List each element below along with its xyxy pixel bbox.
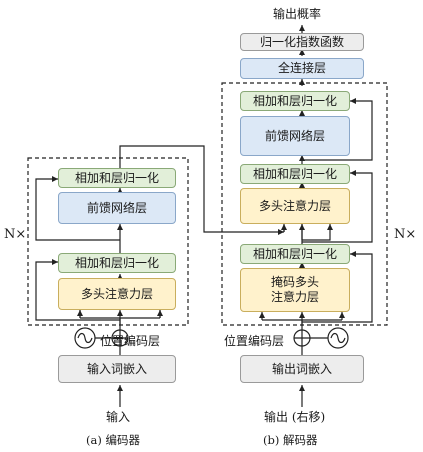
decoder-add-norm-mid-label: 相加和层归一化 <box>252 166 337 181</box>
decoder-add-norm-top-label: 相加和层归一化 <box>252 93 337 108</box>
encoder-input-label: 输入 <box>106 410 131 424</box>
decoder-caption: (b) 解码器 <box>263 433 318 447</box>
decoder-linear: 全连接层 <box>240 58 364 79</box>
decoder-add-norm-top: 相加和层归一化 <box>240 91 350 111</box>
decoder-embedding-label: 输出词嵌入 <box>271 361 332 376</box>
encoder-pos-enc-label: 位置编码层 <box>100 334 161 348</box>
decoder-mha-label: 多头注意力层 <box>258 198 331 213</box>
decoder-softmax: 归一化指数函数 <box>240 33 364 51</box>
decoder-input-label: 输出 (右移) <box>264 410 326 424</box>
decoder-output-embedding: 输出词嵌入 <box>240 355 364 383</box>
decoder-feed-forward: 前馈网络层 <box>240 116 350 156</box>
decoder-multi-head-attention: 多头注意力层 <box>240 188 350 224</box>
decoder-output-probs-label: 输出概率 <box>273 7 322 21</box>
decoder-block-border <box>221 82 388 326</box>
decoder-add-norm-mid: 相加和层归一化 <box>240 164 350 184</box>
decoder-feed-forward-label: 前馈网络层 <box>264 128 325 143</box>
decoder-masked-mha-label-1: 掩码多头 <box>270 275 319 289</box>
decoder-linear-label: 全连接层 <box>277 61 326 75</box>
encoder-repeat-label: N× <box>4 227 27 242</box>
encoder-caption: (a) 编码器 <box>86 433 140 447</box>
encoder-feed-forward-label: 前馈网络层 <box>86 200 147 215</box>
decoder-softmax-label: 归一化指数函数 <box>259 34 344 49</box>
encoder-add-norm-bottom-label: 相加和层归一化 <box>74 255 159 270</box>
encoder-multi-head-attention: 多头注意力层 <box>58 278 176 310</box>
encoder-mha-label: 多头注意力层 <box>80 286 153 301</box>
decoder-pos-enc-label: 位置编码层 <box>224 334 285 348</box>
encoder-add-norm-top: 相加和层归一化 <box>58 168 176 188</box>
decoder-masked-multi-head-attention: 掩码多头 注意力层 <box>240 268 350 312</box>
decoder-masked-mha-label-2: 注意力层 <box>270 290 319 304</box>
encoder-feed-forward: 前馈网络层 <box>58 192 176 224</box>
decoder-add-norm-bottom-label: 相加和层归一化 <box>252 246 337 261</box>
encoder-block-border <box>27 157 189 326</box>
decoder-add-norm-bottom: 相加和层归一化 <box>240 244 350 264</box>
encoder-input-embedding: 输入词嵌入 <box>58 355 176 383</box>
encoder-add-norm-top-label: 相加和层归一化 <box>74 170 159 185</box>
encoder-add-norm-bottom: 相加和层归一化 <box>58 253 176 273</box>
decoder-repeat-label: N× <box>394 227 417 242</box>
encoder-embedding-label: 输入词嵌入 <box>86 361 147 376</box>
